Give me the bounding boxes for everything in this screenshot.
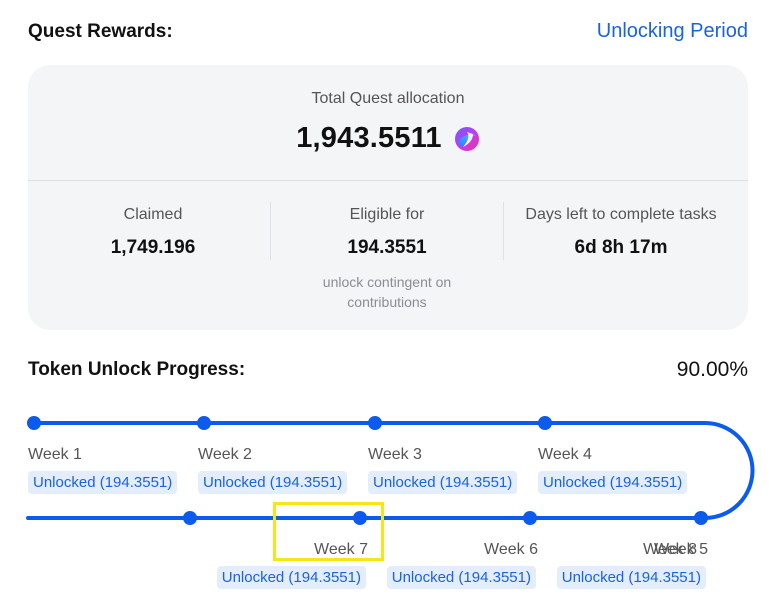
total-allocation-value: 1,943.5511 — [296, 122, 442, 154]
eligible-value: 194.3551 — [347, 237, 427, 258]
card-divider — [28, 180, 748, 181]
week-4-dot — [538, 416, 552, 430]
week-5-label: Week 5 — [654, 541, 708, 558]
week-8-label: Week 8 — [643, 541, 697, 558]
week-4-status: Unlocked (194.3551) — [538, 471, 688, 494]
stat-divider — [503, 202, 504, 260]
eligible-note: unlock contingent on contributions — [322, 274, 452, 310]
days-left-value: 6d 8h 17m — [574, 237, 668, 258]
eligible-label: Eligible for — [349, 206, 425, 223]
week-6-label: Week 6 — [484, 541, 538, 558]
unlock-percent: 90.00% — [676, 358, 748, 381]
days-left-label: Days left to complete tasks — [525, 206, 717, 223]
claimed-label: Claimed — [123, 206, 183, 223]
week-2-dot — [197, 416, 211, 430]
unlock-progress-title: Token Unlock Progress: — [28, 359, 246, 380]
week-7-label: Week 7 — [314, 541, 368, 558]
swirl-token-icon — [454, 126, 480, 152]
allocation-card — [28, 65, 748, 330]
eligible-stat: Eligible for 194.3551 unlock contingent … — [274, 206, 500, 312]
week-5-status: Unlocked (194.3551) — [556, 566, 706, 589]
total-allocation-row: 1,943.5511 — [28, 122, 748, 155]
total-allocation-label: Total Quest allocation — [311, 90, 465, 107]
week-2-status: Unlocked (194.3551) — [198, 471, 348, 494]
quest-rewards-title: Quest Rewards: — [28, 21, 173, 42]
week-6-status: Unlocked (194.3551) — [386, 566, 536, 589]
week-5-dot — [694, 511, 708, 525]
week-1-label: Week 1 — [28, 446, 82, 463]
week-1-status: Unlocked (194.3551) — [28, 471, 178, 494]
week-3-dot — [368, 416, 382, 430]
days-left-stat: Days left to complete tasks 6d 8h 17m — [504, 206, 738, 259]
claimed-stat: Claimed 1,749.196 — [40, 206, 266, 259]
week-3-status: Unlocked (194.3551) — [368, 471, 518, 494]
track-line — [26, 421, 755, 520]
week-8-dot — [183, 511, 197, 525]
week-3-label: Week 3 — [368, 446, 422, 463]
week-1-dot — [27, 416, 41, 430]
week-7-status: Unlocked (194.3551) — [216, 566, 366, 589]
stat-divider — [270, 202, 271, 260]
week-4-label: Week 4 — [538, 446, 592, 463]
week-2-label: Week 2 — [198, 446, 252, 463]
unlocking-period-link[interactable]: Unlocking Period — [596, 20, 748, 42]
week-7-highlight — [273, 502, 384, 561]
claimed-value: 1,749.196 — [110, 237, 196, 258]
week-7-dot — [353, 511, 367, 525]
week-6-dot — [523, 511, 537, 525]
